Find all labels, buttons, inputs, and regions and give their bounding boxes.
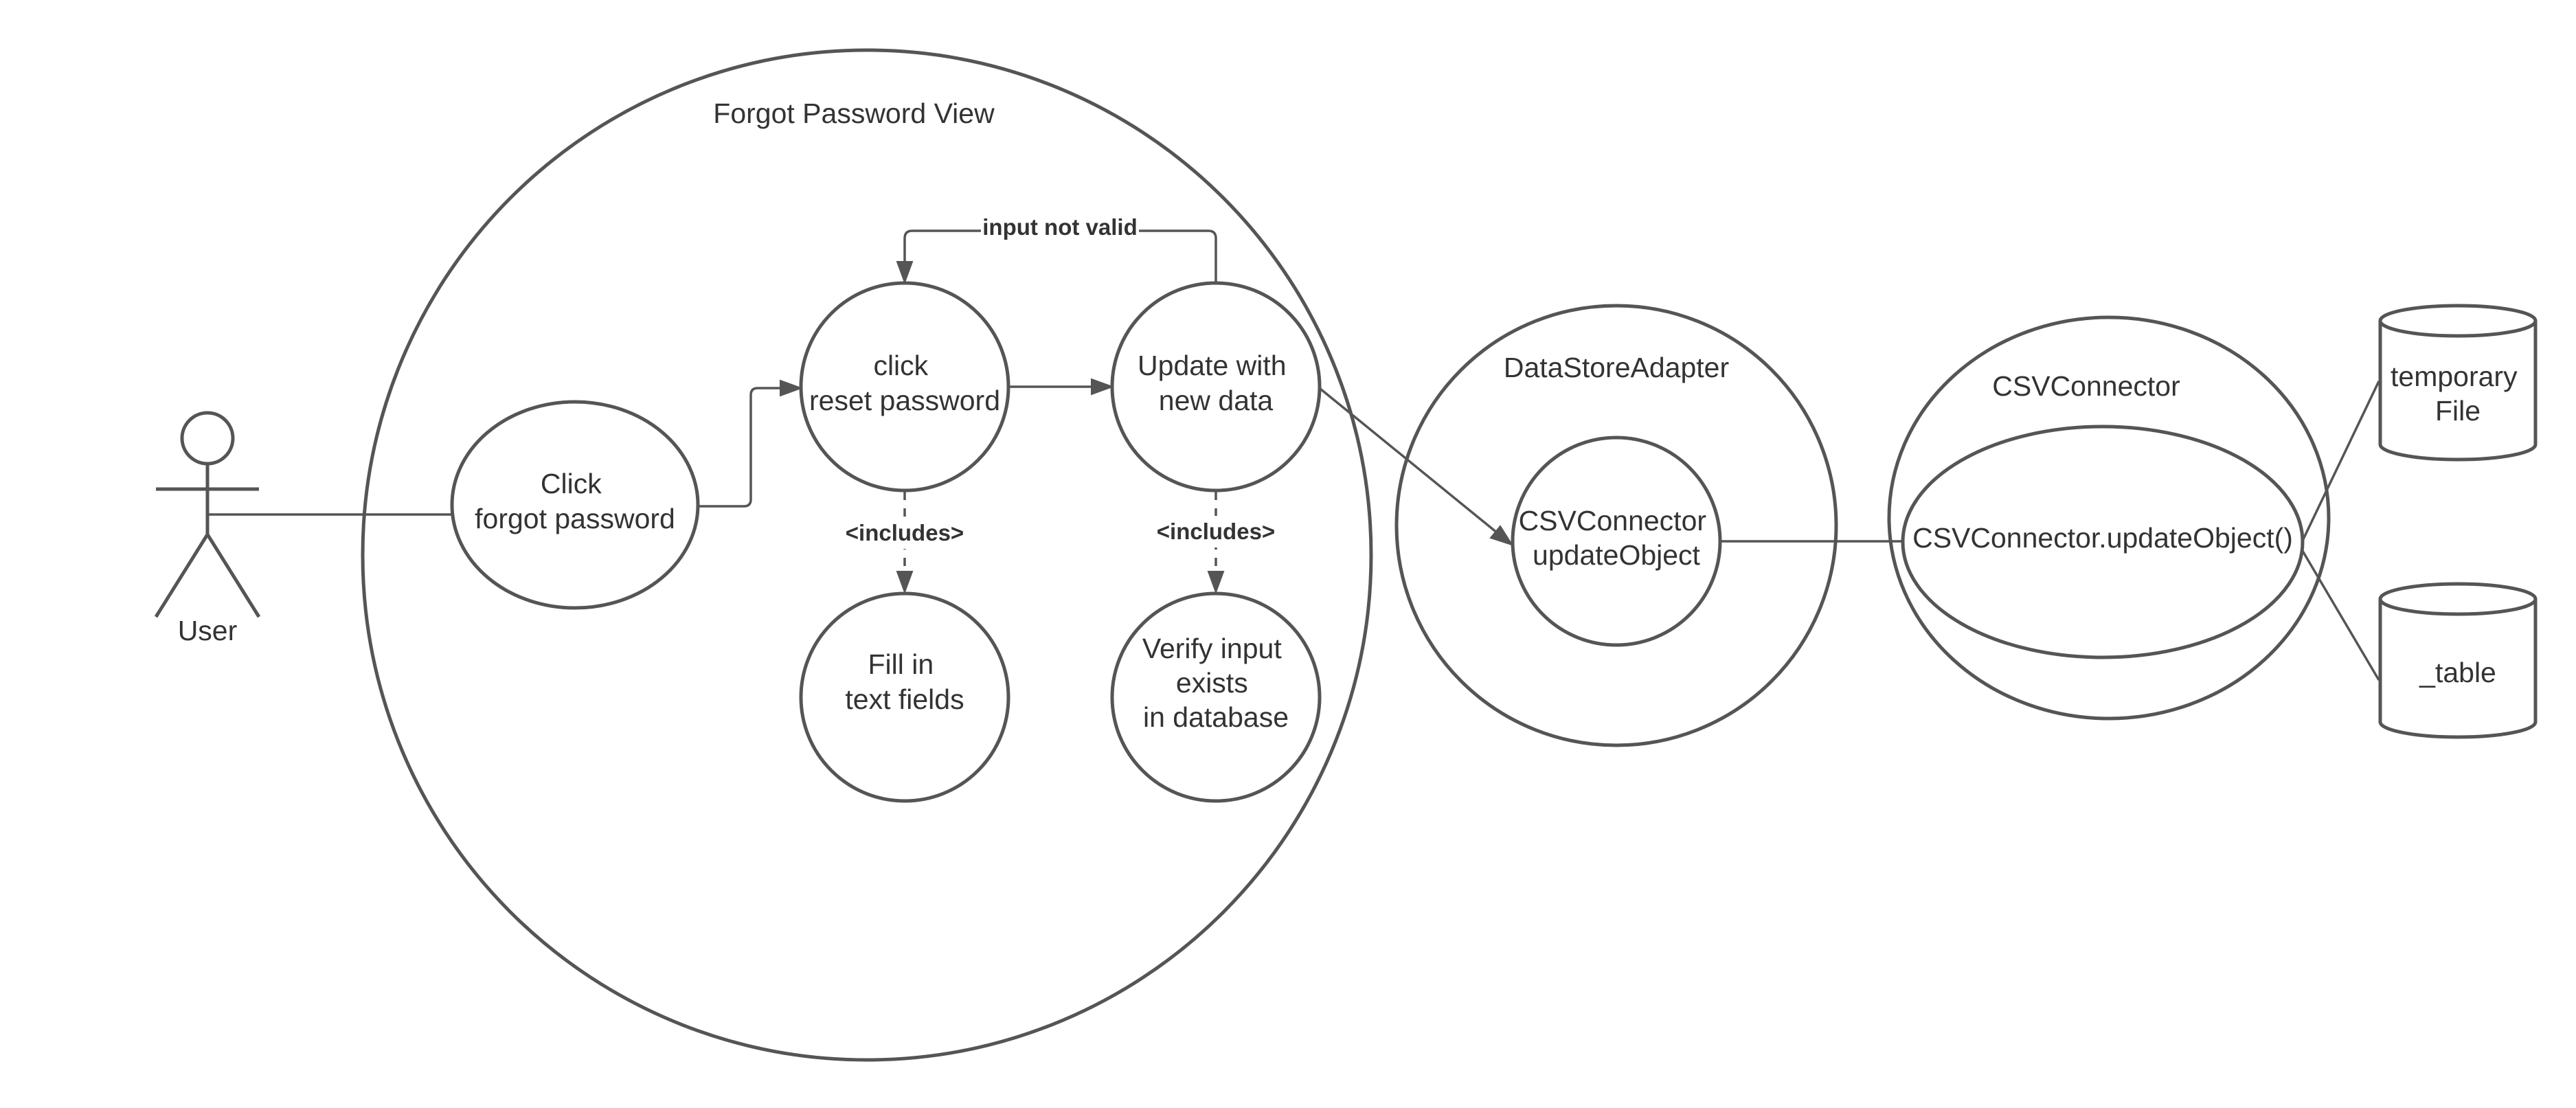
svg-text:Update with new data: Update with new data	[1138, 350, 1294, 416]
edge-to-temporary-file	[2301, 381, 2380, 541]
use-case-click-forgot-password[interactable]: Click forgot password	[450, 400, 700, 610]
adapter-inner-line-1: CSVConnector	[1519, 505, 1706, 536]
use-case-update-with-new-data[interactable]: Update with new data	[1110, 281, 1322, 493]
arrow-reset-to-update	[1091, 378, 1114, 396]
includes-1-bg	[839, 517, 970, 549]
temp-file-line-2: File	[2435, 395, 2481, 427]
cylinder-top-icon	[2378, 304, 2538, 338]
datastore-adapter-boundary: DataStoreAdapter	[1394, 304, 1838, 747]
reset-line-2: reset password	[809, 385, 1000, 416]
cylinder-top-icon	[2378, 582, 2538, 616]
update-line-1: Update with	[1138, 350, 1287, 381]
input-not-valid-bg	[981, 212, 1139, 244]
fill-line-2: text fields	[845, 683, 964, 715]
verify-line-3: in database	[1143, 701, 1289, 733]
user-actor[interactable]: User	[154, 411, 261, 646]
includes-2-label: <includes>	[1157, 519, 1275, 544]
svg-text:Verify input exists: Verify input exists in database	[1142, 633, 1289, 733]
edge-to-table	[2301, 550, 2380, 681]
reset-line-1: click	[873, 350, 928, 381]
input-not-valid-label: input not valid	[982, 214, 1137, 240]
arrow-input-not-valid	[896, 261, 914, 284]
actor-left-leg	[154, 533, 210, 618]
arrow-includes-verify	[1207, 571, 1225, 594]
actor-label: User	[178, 615, 238, 646]
forgot-line-1: Click	[541, 468, 602, 499]
cylinder-body-icon	[2378, 321, 2538, 462]
csv-connector-title: CSVConnector	[1992, 370, 2180, 402]
cylinder-body-icon	[2378, 599, 2538, 739]
includes-2-bg	[1151, 516, 1281, 547]
use-case-csvconnector-updateobject-call[interactable]: CSVConnector.updateObject()	[1901, 425, 2305, 659]
use-case-fill-in-text-fields[interactable]: Fill in text fields	[799, 591, 1010, 803]
update-line-2: new data	[1159, 385, 1274, 416]
csv-connector-circle	[1887, 315, 2331, 721]
csv-connector-boundary: CSVConnector	[1887, 315, 2331, 721]
datastore-adapter-title: DataStoreAdapter	[1504, 352, 1729, 383]
svg-text:Click forgot password: Click forgot password	[475, 468, 675, 534]
fill-line-1: Fill in	[868, 648, 934, 680]
edge-update-to-adapter	[1319, 387, 1499, 534]
actor-right-leg	[205, 533, 261, 618]
verify-line-1: Verify input	[1142, 633, 1282, 664]
use-case-click-reset-password[interactable]: click reset password	[799, 281, 1010, 493]
verify-line-2: exists	[1176, 667, 1248, 699]
includes-1-label: <includes>	[846, 520, 964, 545]
actor-head-icon	[180, 411, 235, 466]
svg-text:CSVConnector updateObjec: CSVConnector updateObject	[1519, 505, 1715, 571]
forgot-line-2: forgot password	[475, 503, 675, 534]
datastore-table[interactable]: _table	[2378, 582, 2538, 739]
svg-text:click reset password: click reset password	[809, 350, 1000, 416]
datastore-temporary-file[interactable]: temporary File	[2378, 304, 2538, 462]
arrow-update-to-adapter	[1489, 525, 1514, 546]
connector-call-label: CSVConnector.updateObject()	[1912, 522, 2293, 554]
arrow-forgot-to-reset	[780, 379, 803, 397]
datastore-adapter-circle	[1394, 304, 1838, 747]
forgot-password-view-circle	[361, 48, 1373, 1062]
adapter-inner-line-2: updateObject	[1533, 539, 1701, 571]
use-case-verify-input[interactable]: Verify input exists in database	[1110, 591, 1322, 803]
temp-file-line-1: temporary	[2391, 361, 2518, 392]
svg-text:Fill in text fields: Fill in text fields	[845, 648, 964, 715]
svg-text:temporary File: temporary File	[2391, 361, 2525, 427]
use-case-csvconnector-updateobject[interactable]: CSVConnector updateObject	[1511, 436, 1722, 647]
forgot-password-view-boundary: Forgot Password View	[361, 48, 1373, 1062]
forgot-password-view-title: Forgot Password View	[713, 98, 995, 129]
arrow-includes-fill	[896, 571, 914, 594]
table-label: _table	[2419, 657, 2496, 688]
edge-forgot-to-reset	[699, 387, 782, 508]
